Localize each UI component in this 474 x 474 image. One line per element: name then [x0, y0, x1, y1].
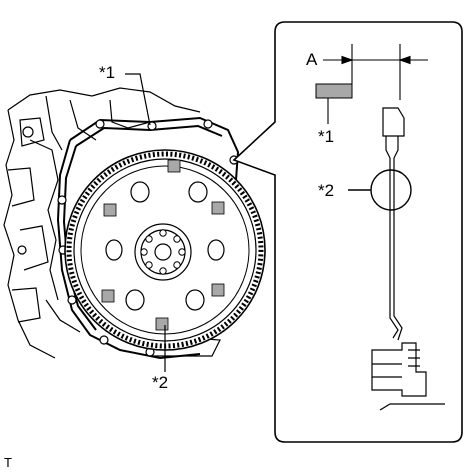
detail-callout-1-label: *1 — [318, 127, 335, 146]
detail-frame — [232, 21, 463, 443]
detail-circle — [348, 169, 412, 211]
dimension-a — [323, 44, 428, 100]
flywheel — [64, 149, 266, 351]
callout-1-label: *1 — [99, 63, 116, 82]
detail-callout-2-label: *2 — [318, 181, 335, 200]
leader-lines-main — [125, 73, 166, 372]
hub-bolts — [140, 229, 186, 275]
balance-markers — [101, 159, 225, 331]
gasket-bolt-bosses — [57, 119, 239, 357]
flywheel-cross-section — [371, 107, 445, 411]
corner-mark: T — [4, 455, 12, 470]
callout-2-label: *2 — [152, 373, 169, 392]
lightening-holes — [105, 181, 225, 311]
dimension-a-label: A — [306, 50, 318, 69]
gasket-section — [315, 83, 353, 124]
